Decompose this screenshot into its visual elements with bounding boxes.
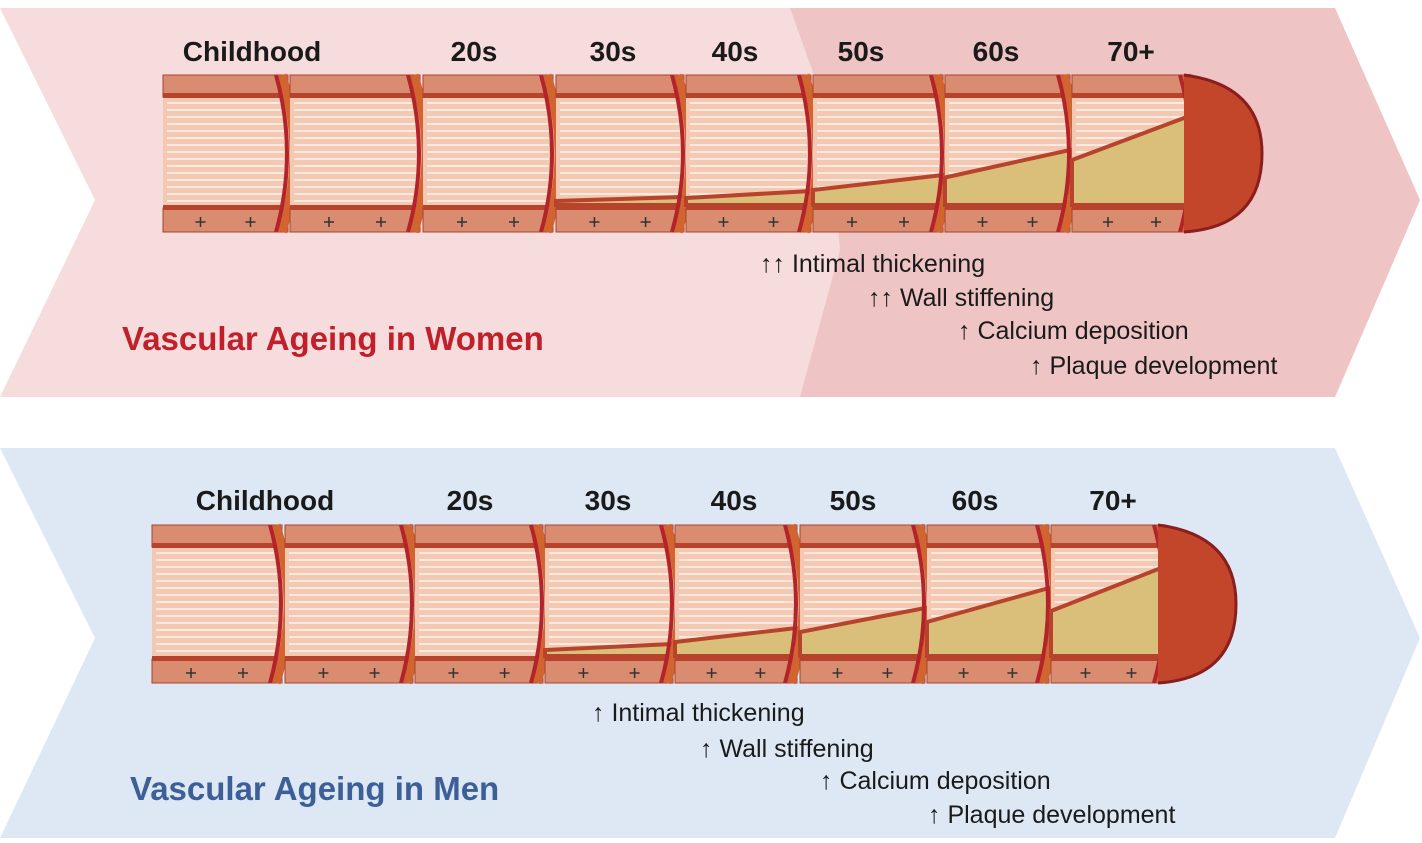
age-label-70plus: 70+ bbox=[1089, 485, 1137, 517]
up-arrow-icon: ↑ bbox=[592, 699, 605, 727]
age-label-60s: 60s bbox=[973, 36, 1020, 68]
vessel-segment bbox=[152, 525, 288, 683]
vessel-segment bbox=[556, 75, 690, 232]
effect-calcium-deposition: ↑ Calcium deposition bbox=[958, 317, 1189, 346]
up-arrow-icon: ↑ bbox=[928, 801, 941, 829]
effect-wall-stiffening: ↑↑ Wall stiffening bbox=[868, 284, 1054, 313]
vessel-segment bbox=[163, 75, 294, 232]
up-arrow-icon: ↑ bbox=[820, 767, 833, 795]
vessel-segment bbox=[686, 75, 817, 232]
up-arrow-icon: ↑ bbox=[958, 317, 971, 345]
vessel-end-cap bbox=[1184, 75, 1262, 232]
men-panel-title: Vascular Ageing in Men bbox=[130, 770, 499, 808]
age-label-50s: 50s bbox=[830, 485, 877, 517]
vessel-segment bbox=[545, 525, 679, 683]
vessel-segment bbox=[813, 75, 949, 232]
effect-intimal-thickening: ↑ Intimal thickening bbox=[592, 699, 805, 728]
vessel-segment bbox=[1072, 75, 1198, 232]
age-label-40s: 40s bbox=[712, 36, 759, 68]
women-panel-title: Vascular Ageing in Women bbox=[122, 320, 544, 358]
up-arrow-icon: ↑↑ bbox=[760, 250, 785, 278]
age-label-40s: 40s bbox=[711, 485, 758, 517]
vessel-segment bbox=[1051, 525, 1172, 683]
effect-calcium-deposition: ↑ Calcium deposition bbox=[820, 767, 1051, 796]
effect-plaque-development: ↑ Plaque development bbox=[1030, 352, 1277, 381]
effect-intimal-thickening: ↑↑ Intimal thickening bbox=[760, 250, 985, 279]
women-panel: Childhood 20s 30s 40s 50s 60s 70+ ↑↑ Int… bbox=[0, 0, 1422, 410]
men-panel: Childhood 20s 30s 40s 50s 60s 70+ ↑ Inti… bbox=[0, 433, 1422, 843]
age-label-20s: 20s bbox=[451, 36, 498, 68]
age-label-60s: 60s bbox=[952, 485, 999, 517]
age-label-20s: 20s bbox=[447, 485, 494, 517]
vessel-segment bbox=[675, 525, 803, 683]
up-arrow-icon: ↑ bbox=[700, 735, 713, 763]
effect-wall-stiffening: ↑ Wall stiffening bbox=[700, 735, 874, 764]
vessel-segment bbox=[927, 525, 1055, 683]
age-label-70plus: 70+ bbox=[1107, 36, 1155, 68]
vessel-segment bbox=[415, 525, 549, 683]
vessel-segment bbox=[945, 75, 1076, 232]
up-arrow-icon: ↑↑ bbox=[868, 284, 893, 312]
vessel-segment bbox=[285, 525, 419, 683]
age-label-50s: 50s bbox=[838, 36, 885, 68]
vessel-segment bbox=[290, 75, 426, 232]
vessel-segment bbox=[800, 525, 931, 683]
age-label-30s: 30s bbox=[590, 36, 637, 68]
up-arrow-icon: ↑ bbox=[1030, 352, 1043, 380]
vessel-segment bbox=[423, 75, 559, 232]
age-label-childhood: Childhood bbox=[183, 36, 321, 68]
age-label-childhood: Childhood bbox=[196, 485, 334, 517]
effect-plaque-development: ↑ Plaque development bbox=[928, 801, 1175, 830]
age-label-30s: 30s bbox=[585, 485, 632, 517]
vessel-end-cap bbox=[1158, 525, 1236, 683]
